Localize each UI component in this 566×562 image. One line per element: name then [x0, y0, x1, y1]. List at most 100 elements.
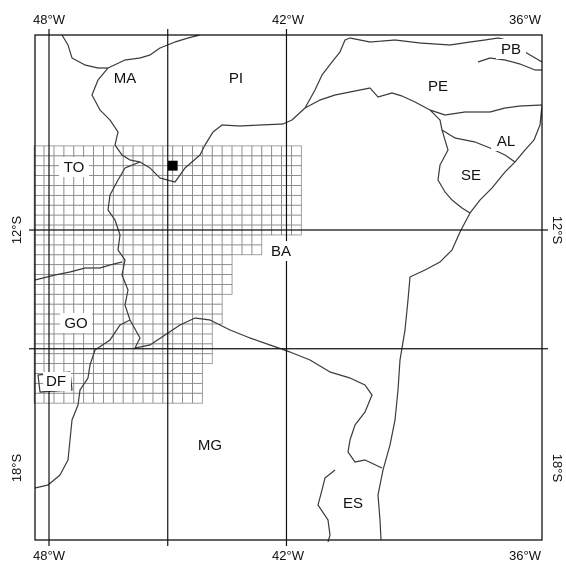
grid-cell: [152, 204, 164, 216]
grid-cell: [132, 175, 144, 186]
grid-cell: [261, 175, 273, 186]
grid-cell: [192, 165, 203, 176]
grid-cell: [73, 234, 85, 246]
grid-cell: [172, 185, 183, 196]
boundary-to-go: [34, 261, 123, 281]
grid-cell: [231, 214, 243, 226]
grid-cell: [103, 353, 114, 364]
grid-cell: [211, 145, 223, 157]
grid-cell: [251, 165, 263, 176]
grid-cell: [53, 194, 65, 206]
grid-cell: [251, 175, 263, 186]
grid-cell: [271, 185, 282, 196]
grid-cell: [291, 185, 302, 196]
grid-cell: [142, 234, 154, 246]
grid-cell: [73, 363, 85, 374]
tick-right-18s: 18°S: [550, 454, 565, 483]
grid-cell: [103, 323, 114, 335]
grid-cell: [53, 145, 65, 157]
grid-cell: [83, 303, 94, 315]
grid-cell: [231, 165, 243, 176]
grid-cell: [172, 293, 183, 305]
grid-cell: [152, 244, 164, 256]
grid-cell: [192, 175, 203, 186]
grid-cell: [122, 293, 134, 305]
tick-bottom-48w: 48°W: [33, 548, 66, 562]
grid-cell: [73, 274, 85, 285]
grid-cell: [261, 194, 273, 206]
grid-cell: [271, 145, 282, 157]
grid-cell: [152, 293, 164, 305]
grid-cell: [142, 353, 154, 364]
grid-cell: [211, 204, 223, 216]
grid-cell: [93, 145, 104, 157]
grid-cell: [112, 353, 124, 364]
grid-cell: [172, 333, 183, 345]
grid-cell: [271, 165, 282, 176]
grid-cell: [211, 244, 223, 256]
grid-cell: [211, 274, 223, 285]
grid-cell: [63, 353, 75, 364]
grid-cell: [152, 145, 164, 157]
grid-cell: [83, 194, 94, 206]
tick-top-36w: 36°W: [509, 12, 542, 27]
grid-cell: [192, 244, 203, 256]
grid-cell: [241, 234, 253, 246]
grid-cell: [201, 264, 213, 275]
grid-cell: [63, 234, 75, 246]
state-label-se: SE: [461, 167, 481, 184]
grid-cell: [112, 293, 124, 305]
grid-cell: [93, 204, 104, 216]
grid-cell: [122, 175, 134, 186]
grid-cell: [53, 284, 65, 295]
grid-cell: [93, 323, 104, 335]
grid-cell: [103, 284, 114, 295]
grid-cell: [63, 293, 75, 305]
grid-cell: [211, 264, 223, 275]
grid-cell: [103, 145, 114, 157]
grid-cell: [241, 244, 253, 256]
grid-cell: [93, 373, 104, 384]
grid-cell: [172, 303, 183, 315]
grid-cell: [112, 313, 124, 325]
grid-cell: [142, 382, 154, 394]
grid-cell: [182, 175, 193, 186]
grid-cell: [172, 382, 183, 394]
grid-cell: [112, 155, 124, 167]
grid-cell: [103, 175, 114, 186]
grid-cell: [63, 185, 75, 196]
state-label-to: TO: [64, 159, 85, 176]
state-label-df: DF: [46, 373, 66, 390]
grid-cell: [53, 175, 65, 186]
grid-cell: [152, 373, 164, 384]
grid-cell: [142, 145, 154, 157]
grid-cell: [192, 382, 203, 394]
boundary-pb-inner: [477, 57, 542, 71]
grid-cell: [211, 214, 223, 226]
grid-cell: [103, 373, 114, 384]
grid-cell: [83, 274, 94, 285]
grid-cell: [251, 244, 263, 256]
grid-cell: [192, 353, 203, 364]
grid-cell: [251, 234, 263, 246]
grid-cell: [241, 175, 253, 186]
grid-cell: [83, 145, 94, 157]
grid-cell: [182, 155, 193, 167]
grid-cell: [132, 373, 144, 384]
grid-cell: [112, 363, 124, 374]
grid-cell: [93, 244, 104, 256]
grid-cell: [211, 284, 223, 295]
grid-cell: [63, 194, 75, 206]
grid-cell: [261, 185, 273, 196]
grid-cell: [73, 373, 85, 384]
grid-cell: [192, 323, 203, 335]
grid-cell: [63, 274, 75, 285]
grid-cell: [93, 303, 104, 315]
grid-cell: [271, 194, 282, 206]
grid-cell: [241, 204, 253, 216]
grid-cell: [261, 165, 273, 176]
grid-cell: [231, 145, 243, 157]
grid-cell: [93, 333, 104, 345]
grid-cell: [112, 264, 124, 275]
grid-cell: [53, 392, 65, 404]
